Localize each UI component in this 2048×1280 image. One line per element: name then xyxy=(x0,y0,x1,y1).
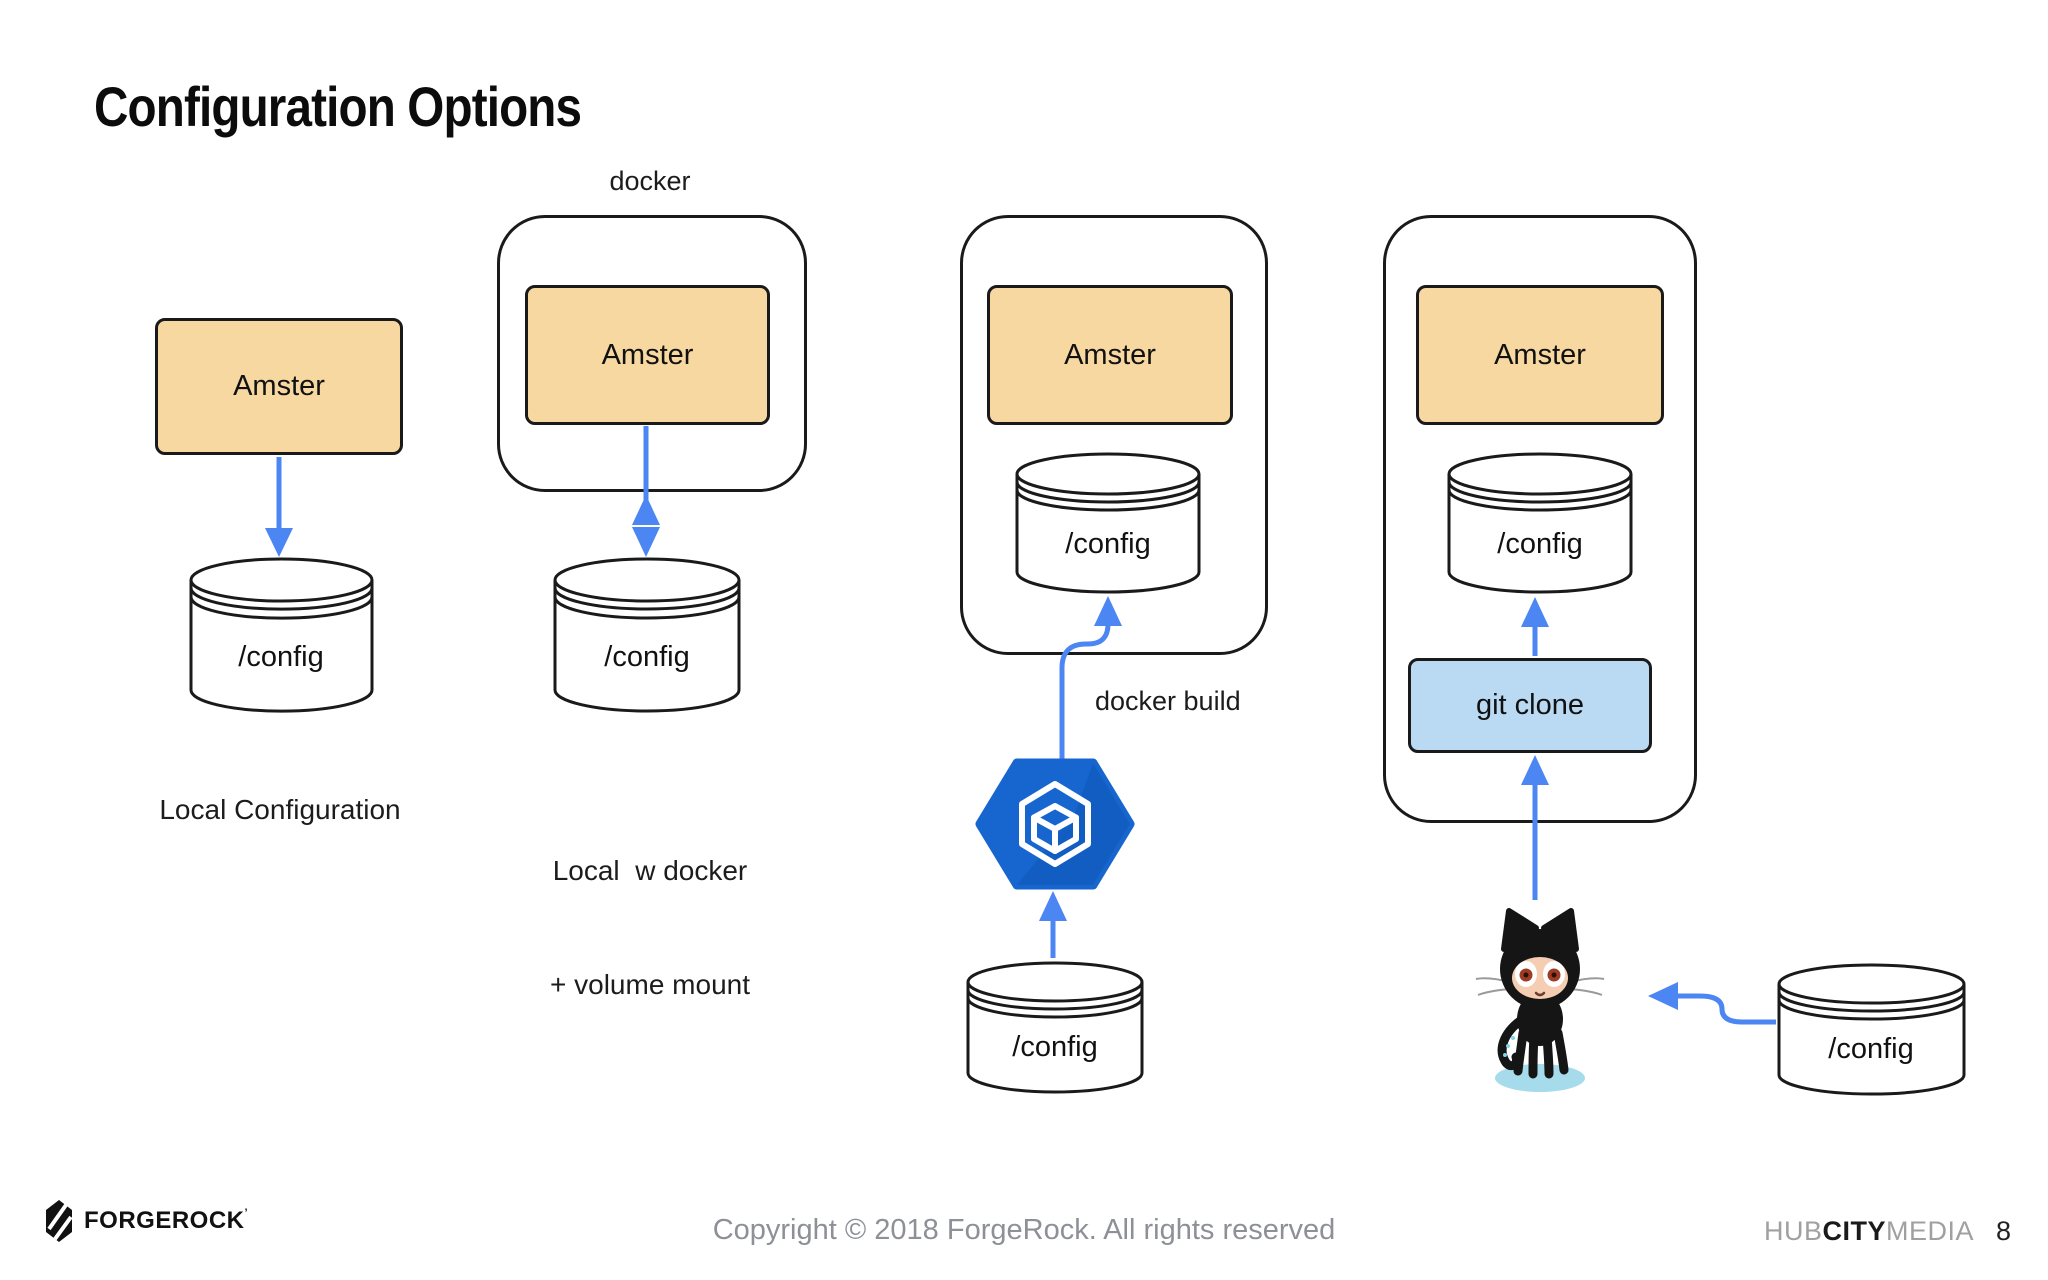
diagram4-config-to-octocat-arrow xyxy=(1648,982,1776,1025)
diagram2-config-cylinder: /config xyxy=(553,557,741,713)
forgerock-trademark: ’ xyxy=(244,1207,249,1219)
diagram3-config-cylinder-bottom: /config xyxy=(966,961,1144,1094)
diagram4-amster-box: Amster xyxy=(1416,285,1664,425)
diagram2-amster-label: Amster xyxy=(601,338,694,371)
diagram3-config-top-label: /config xyxy=(1065,528,1150,560)
page-number: 8 xyxy=(1996,1216,2012,1246)
diagram4-git-clone-box: git clone xyxy=(1408,658,1652,753)
diagram3-config-to-icon-arrow xyxy=(1039,891,1067,958)
diagram3-amster-box: Amster xyxy=(987,285,1233,425)
diagram4-config-cylinder-top: /config xyxy=(1447,452,1633,594)
docker-container-engine-icon xyxy=(975,758,1135,890)
diagram3-docker-build-label: docker build xyxy=(1095,686,1241,716)
diagram2-docker-label: docker xyxy=(609,166,691,196)
diagram3-config-cylinder-top: /config xyxy=(1015,452,1201,594)
forgerock-logo-text: FORGEROCK’ xyxy=(84,1207,248,1235)
diagram2-caption: Local w docker + volume mount xyxy=(490,776,810,1080)
diagram1-arrow-down-icon xyxy=(265,457,293,557)
hubcitymedia-media: MEDIA xyxy=(1886,1216,1975,1246)
diagram2-caption-line2: + volume mount xyxy=(550,969,750,1000)
hubcitymedia-city: CITY xyxy=(1822,1216,1887,1246)
diagram4-config-top-label: /config xyxy=(1497,528,1582,560)
diagram2-config-label: /config xyxy=(604,641,689,673)
diagram3-amster-label: Amster xyxy=(1064,338,1156,371)
diagram1-caption: Local Configuration xyxy=(159,794,401,825)
page-title: Configuration Options xyxy=(94,75,582,138)
diagram1-config-label: /config xyxy=(238,641,323,673)
diagram2-caption-line1: Local w docker xyxy=(552,855,748,886)
forgerock-wordmark: FORGEROCK xyxy=(84,1207,245,1234)
diagram3-config-bottom-label: /config xyxy=(1012,1031,1097,1063)
diagram1-amster-box: Amster xyxy=(155,318,403,455)
github-octocat-icon xyxy=(1475,908,1605,1092)
forgerock-logo: FORGEROCK’ xyxy=(42,1198,248,1244)
diagram4-config-right-label: /config xyxy=(1828,1033,1913,1065)
diagram1-amster-label: Amster xyxy=(233,370,325,402)
footer-copyright: Copyright © 2018 ForgeRock. All rights r… xyxy=(712,1214,1336,1246)
diagram1-config-cylinder: /config xyxy=(189,557,374,713)
diagram4-config-cylinder-right: /config xyxy=(1777,963,1966,1096)
hubcitymedia-logo: HUBCITYMEDIA xyxy=(1764,1216,1974,1247)
diagram2-amster-box: Amster xyxy=(525,285,770,425)
forgerock-logo-icon xyxy=(46,1200,73,1242)
diagram4-git-clone-label: git clone xyxy=(1475,689,1584,721)
hubcitymedia-hub: HUB xyxy=(1764,1216,1823,1246)
diagram4-amster-label: Amster xyxy=(1494,338,1586,371)
